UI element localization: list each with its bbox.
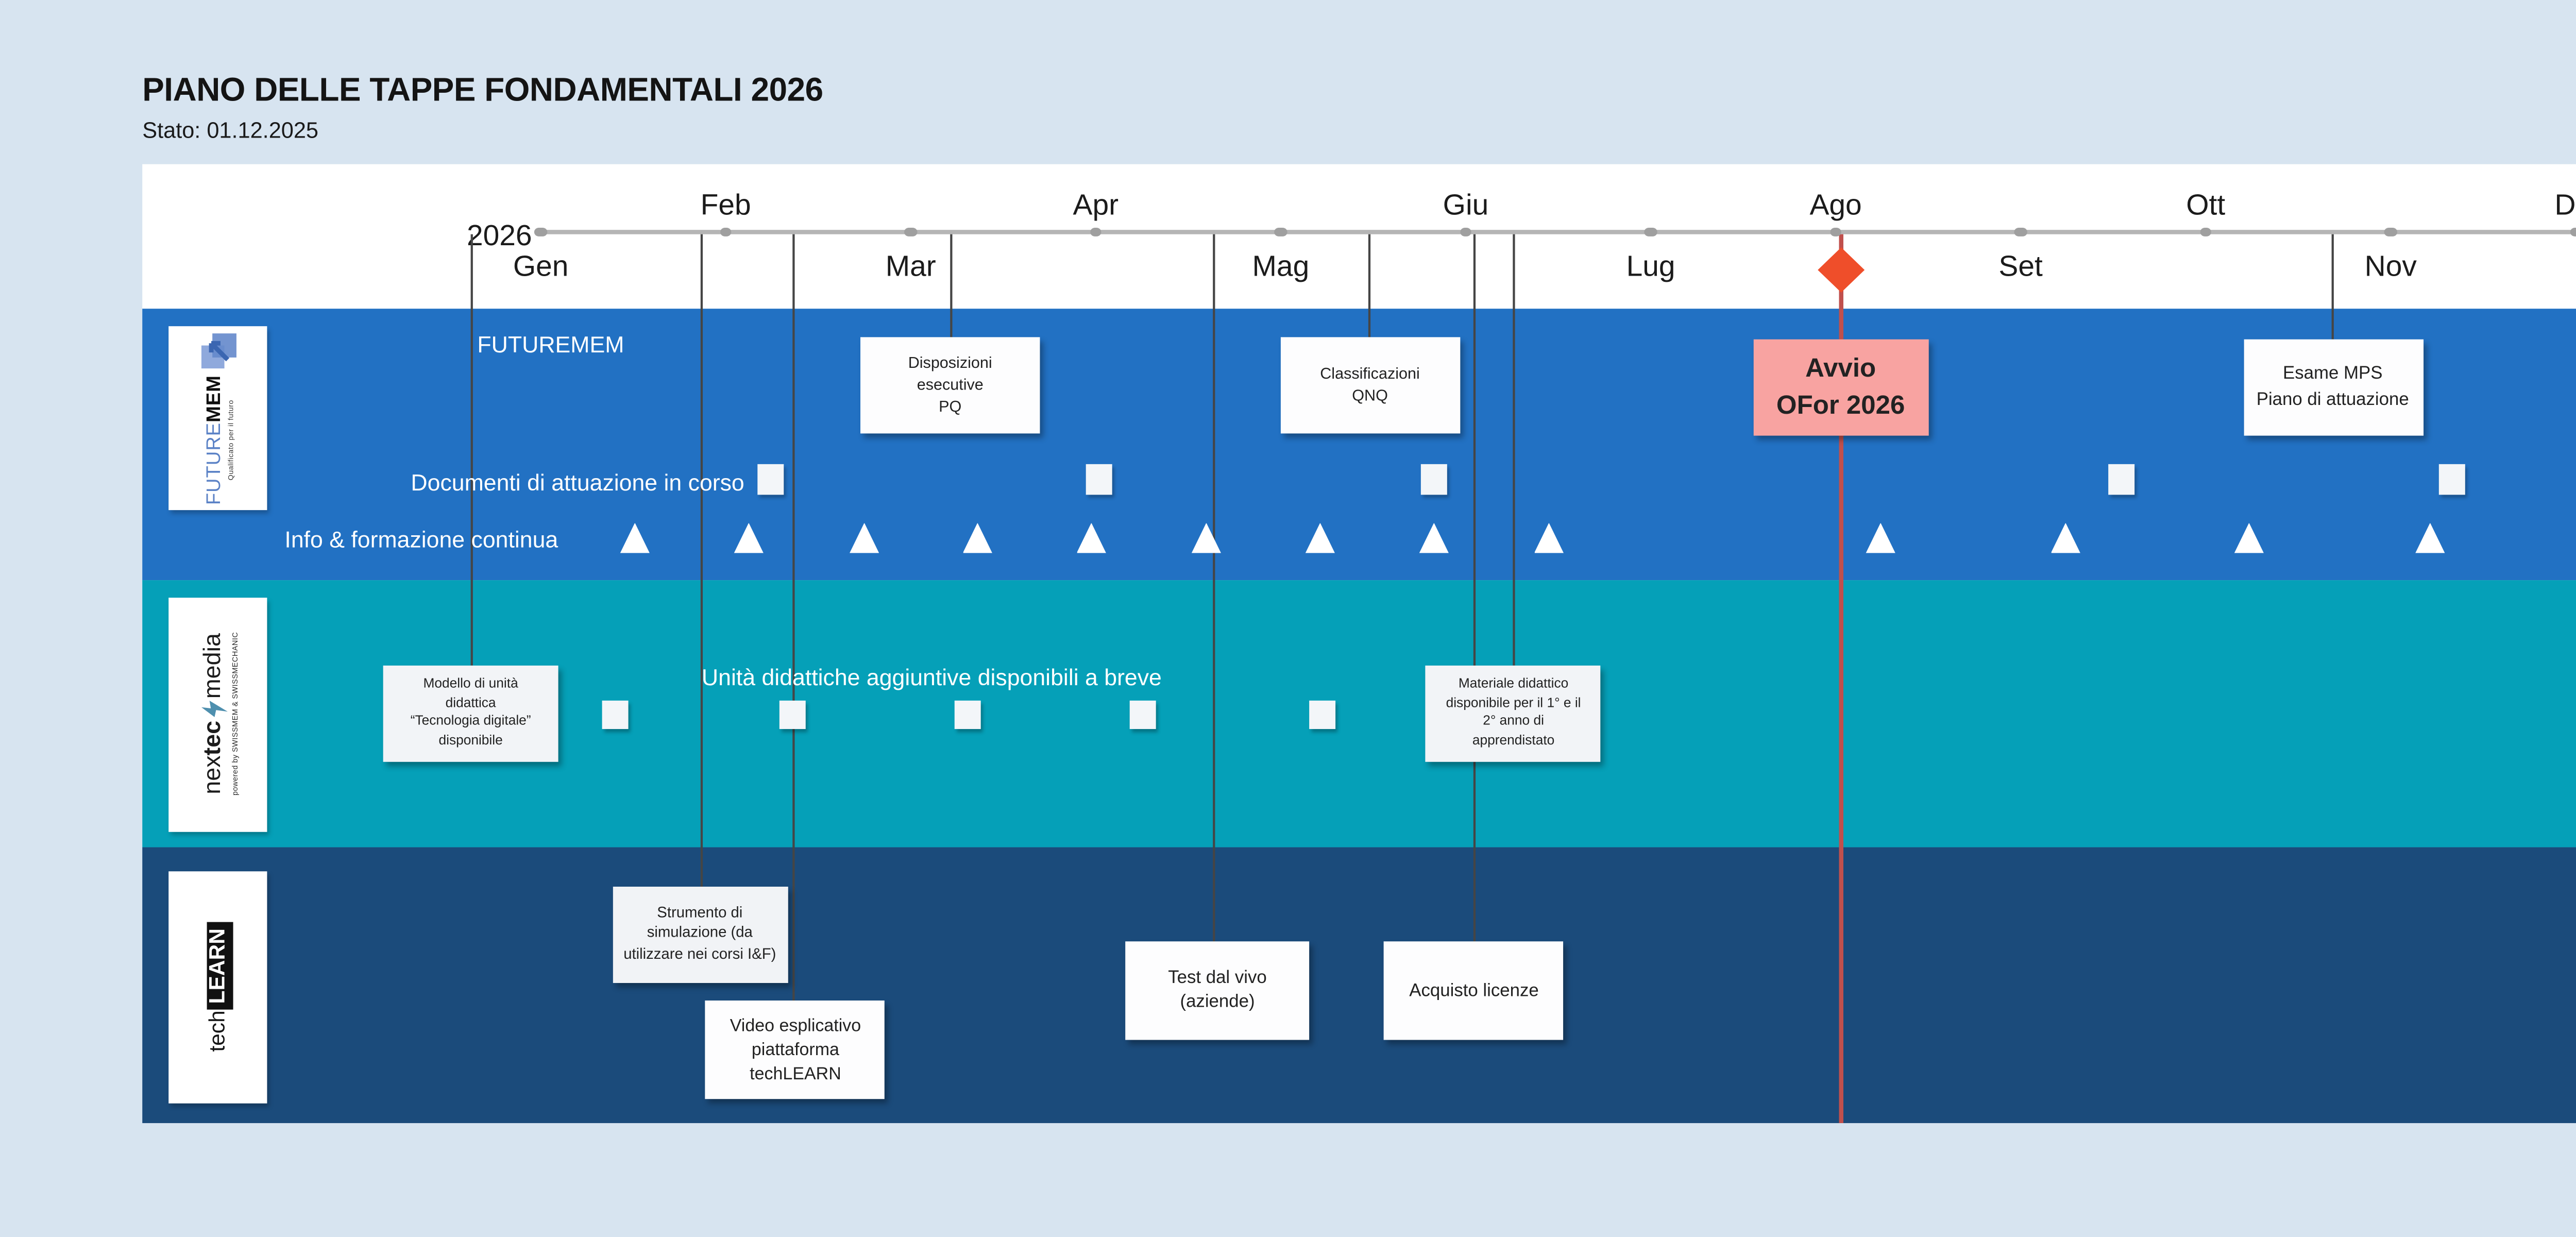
- futuremem-arrow-glyph-icon: [200, 333, 236, 368]
- axis-tick-dot: [1830, 227, 1842, 238]
- axis-tick-dot: [1275, 227, 1286, 238]
- milestone-text-line: Esame MPS: [2283, 364, 2383, 384]
- milestone-strumento-simulazione: Strumento di simulazione (da utilizzare ne…: [612, 887, 788, 983]
- milestone-text-line: “Tecnologia digitale”: [410, 714, 531, 730]
- milestone-text-line: Acquisto licenze: [1409, 980, 1539, 1001]
- axis-month-ott: Ott: [2186, 187, 2226, 221]
- axis-month-giu: Giu: [1443, 187, 1489, 221]
- connector-line: [793, 234, 795, 1001]
- milestone-acquisto-licenze: Acquisto licenze: [1384, 942, 1564, 1040]
- row-label-documenti: Documenti di attuazione in corso: [411, 469, 744, 496]
- milestone-text-line: apprendistato: [1472, 733, 1555, 749]
- today-marker-line: [1840, 234, 1843, 1123]
- square-marker-documenti-di-attuazione: [756, 464, 783, 495]
- axis-month-mar: Mar: [885, 248, 936, 282]
- lane-label-futuremem: FUTUREMEM: [477, 331, 624, 358]
- milestone-esame-mps-piano-attuazione: Esame MPS Piano di attuazione: [2243, 338, 2422, 435]
- lane-techlearn-band: [142, 848, 2576, 1123]
- row-label-info-formazione: Info & formazione continua: [284, 528, 558, 554]
- square-marker-documenti-di-attuazione: [1419, 464, 1446, 495]
- connector-line: [1513, 234, 1515, 666]
- milestone-text-line: Video esplicativo: [730, 1015, 861, 1036]
- axis-month-mag: Mag: [1252, 248, 1310, 282]
- axis-tick-dot: [535, 227, 547, 238]
- axis-tick-dot: [1645, 227, 1657, 238]
- milestone-text-line: QNQ: [1352, 384, 1388, 405]
- milestone-text-line: utilizzare nei corsi I&F): [623, 947, 776, 963]
- axis-tick-dot: [2385, 227, 2397, 238]
- square-marker-documenti-di-attuazione: [2438, 464, 2465, 495]
- axis-month-feb: Feb: [700, 187, 751, 221]
- square-marker-unita-didattiche: [779, 699, 806, 730]
- square-marker-documenti-di-attuazione: [2107, 464, 2134, 495]
- axis-month-lug: Lug: [1626, 248, 1675, 282]
- timeline-axis-2026: [540, 229, 2576, 235]
- square-marker-unita-didattiche: [1308, 699, 1335, 730]
- milestone-text-line: simulazione (da: [647, 926, 753, 942]
- milestone-text-line: Test dal vivo: [1168, 968, 1267, 988]
- connector-line: [1369, 234, 1371, 336]
- connector-line: [1213, 234, 1215, 942]
- axis-tick-dot: [720, 227, 732, 238]
- status-date: Stato: 01.12.2025: [142, 119, 319, 144]
- page-title: PIANO DELLE TAPPE FONDAMENTALI 2026: [142, 72, 823, 110]
- milestone-text-line: piattaforma: [751, 1039, 839, 1060]
- milestone-text-line: didattica: [445, 696, 496, 711]
- axis-tick-dot: [2570, 227, 2576, 238]
- square-marker-unita-didattiche: [602, 699, 629, 730]
- milestone-text-line: Strumento di: [657, 906, 743, 922]
- connector-line: [1473, 234, 1475, 942]
- milestone-text-line: Disposizioni: [908, 352, 992, 372]
- axis-month-set: Set: [1998, 248, 2043, 282]
- futuremem-logo-tagline: Qualificato per il futuro: [225, 400, 234, 481]
- milestone-text-line: esecutive: [917, 374, 984, 394]
- axis-year-label: 2026: [466, 217, 532, 251]
- milestone-text-line: disponibile: [438, 733, 503, 749]
- milestone-text-line: disponibile per il 1° e il: [1446, 695, 1581, 711]
- milestone-text-line: techLEARN: [750, 1063, 841, 1084]
- milestone-modello-unita-didattica: Modello di unità didattica “Tecnologia dig…: [383, 666, 558, 763]
- axis-tick-dot: [1460, 227, 1471, 238]
- connector-line: [469, 234, 471, 667]
- axis-month-ago: Ago: [1809, 187, 1862, 221]
- square-marker-unita-didattiche: [1130, 699, 1157, 730]
- square-marker-unita-didattiche: [954, 699, 981, 730]
- milestone-text-line: PQ: [939, 396, 962, 416]
- connector-line: [949, 234, 951, 336]
- milestone-text-line: Classificazioni: [1320, 363, 1420, 383]
- milestone-video-esplicativo: Video esplicativo piattaforma techLEARN: [705, 1001, 885, 1098]
- connector-line: [2332, 234, 2334, 338]
- milestone-text-line: Modello di unità: [423, 676, 518, 692]
- milestone-text-line: Materiale didattico: [1458, 676, 1569, 692]
- milestone-text-line: Avvio: [1805, 353, 1876, 384]
- axis-month-nov: Nov: [2364, 248, 2417, 282]
- row-label-unita-didattiche: Unità didattiche aggiuntive disponibili …: [701, 665, 1162, 692]
- milestone-text-line: (aziende): [1180, 993, 1255, 1013]
- axis-month-gen: Gen: [513, 248, 569, 282]
- nextec-bolt-icon: [199, 702, 226, 719]
- axis-tick-dot: [905, 227, 917, 238]
- axis-month-dic: Dic: [2554, 187, 2576, 221]
- axis-tick-dot: [2200, 227, 2212, 238]
- axis-tick-dot: [1090, 227, 1101, 238]
- nextec-logo-tagline: powered by SWISSMEM & SWISSMECHANIC: [229, 633, 238, 797]
- milestone-materiale-didattico: Materiale didattico disponibile per il 1°…: [1426, 666, 1601, 762]
- milestone-text-line: OFor 2026: [1776, 389, 1905, 420]
- futuremem-logo: FUTUREMEM Qualificato per il futuro: [169, 327, 268, 511]
- square-marker-documenti-di-attuazione: [1084, 464, 1111, 495]
- milestone-test-dal-vivo: Test dal vivo (aziende): [1125, 942, 1310, 1040]
- axis-month-apr: Apr: [1073, 187, 1119, 221]
- axis-tick-dot: [2015, 227, 2027, 238]
- milestone-text-line: Piano di attuazione: [2256, 388, 2409, 409]
- milestone-text-line: 2° anno di: [1483, 714, 1544, 730]
- connector-line: [701, 234, 703, 887]
